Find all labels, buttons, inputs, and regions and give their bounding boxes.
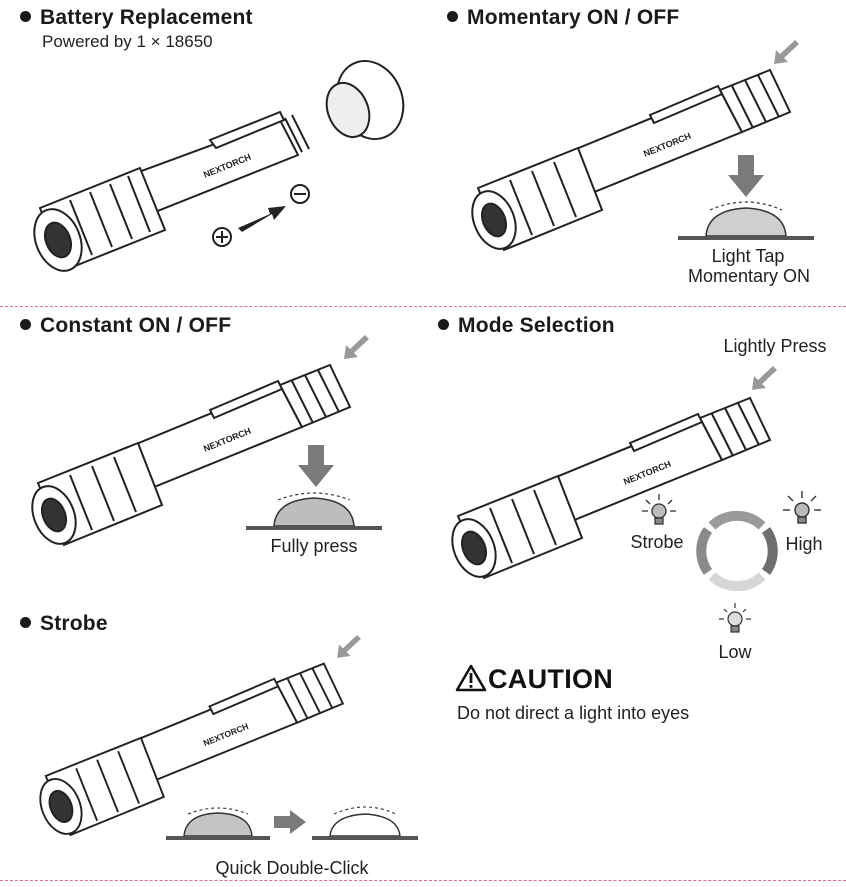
- down-arrow-icon: [298, 445, 334, 487]
- high-bulb-icon: [783, 491, 821, 524]
- bullet-icon: [447, 10, 458, 22]
- mode-selection-heading: Mode Selection: [438, 314, 615, 338]
- momentary-heading: Momentary ON / OFF: [447, 6, 679, 30]
- mode-high-label: High: [785, 534, 823, 554]
- mode-low-label: Low: [718, 642, 752, 662]
- low-bulb-icon: [719, 603, 751, 633]
- battery-subtitle: Powered by 1 × 18650: [42, 32, 213, 51]
- strobe-heading: Strobe: [20, 612, 108, 636]
- constant-heading: Constant ON / OFF: [20, 314, 231, 338]
- caution-text: Do not direct a light into eyes: [457, 703, 690, 723]
- down-arrow-icon: [728, 155, 764, 197]
- warning-triangle-icon: [455, 664, 487, 692]
- flashlight-momentary-illustration: NEXTORCH: [471, 40, 799, 252]
- section-divider-bottom: [0, 880, 846, 881]
- button-release-icon: [312, 806, 418, 840]
- battery-replacement-heading: Battery Replacement: [20, 6, 253, 30]
- mode-cycle-ring-icon: [696, 510, 778, 592]
- flashlight-strobe-illustration: NEXTORCH: [39, 635, 361, 837]
- strobe-label: Quick Double-Click: [215, 858, 369, 878]
- caution-title: CAUTION: [488, 664, 614, 694]
- button-press-icon: [166, 807, 270, 840]
- momentary-label-line2: Momentary ON: [687, 266, 811, 286]
- momentary-label-line1: Light Tap: [711, 246, 785, 266]
- bullet-icon: [20, 616, 31, 628]
- mode-strobe-label: Strobe: [630, 532, 684, 552]
- bullet-icon: [438, 318, 449, 330]
- flashlight-constant-illustration: NEXTORCH: [31, 335, 369, 547]
- section-divider-top: [0, 306, 846, 307]
- button-light-tap-icon: [678, 201, 814, 240]
- bullet-icon: [20, 318, 31, 330]
- bullet-icon: [20, 10, 31, 22]
- right-arrow-icon: [274, 810, 306, 834]
- mode-press-label: Lightly Press: [723, 336, 827, 356]
- flashlight-mode-illustration: NEXTORCH: [451, 366, 777, 580]
- flashlight-battery-illustration: NEXTORCH: [33, 60, 405, 272]
- strobe-bulb-icon: [642, 494, 676, 525]
- constant-label: Fully press: [270, 536, 358, 556]
- button-full-press-icon: [246, 492, 382, 530]
